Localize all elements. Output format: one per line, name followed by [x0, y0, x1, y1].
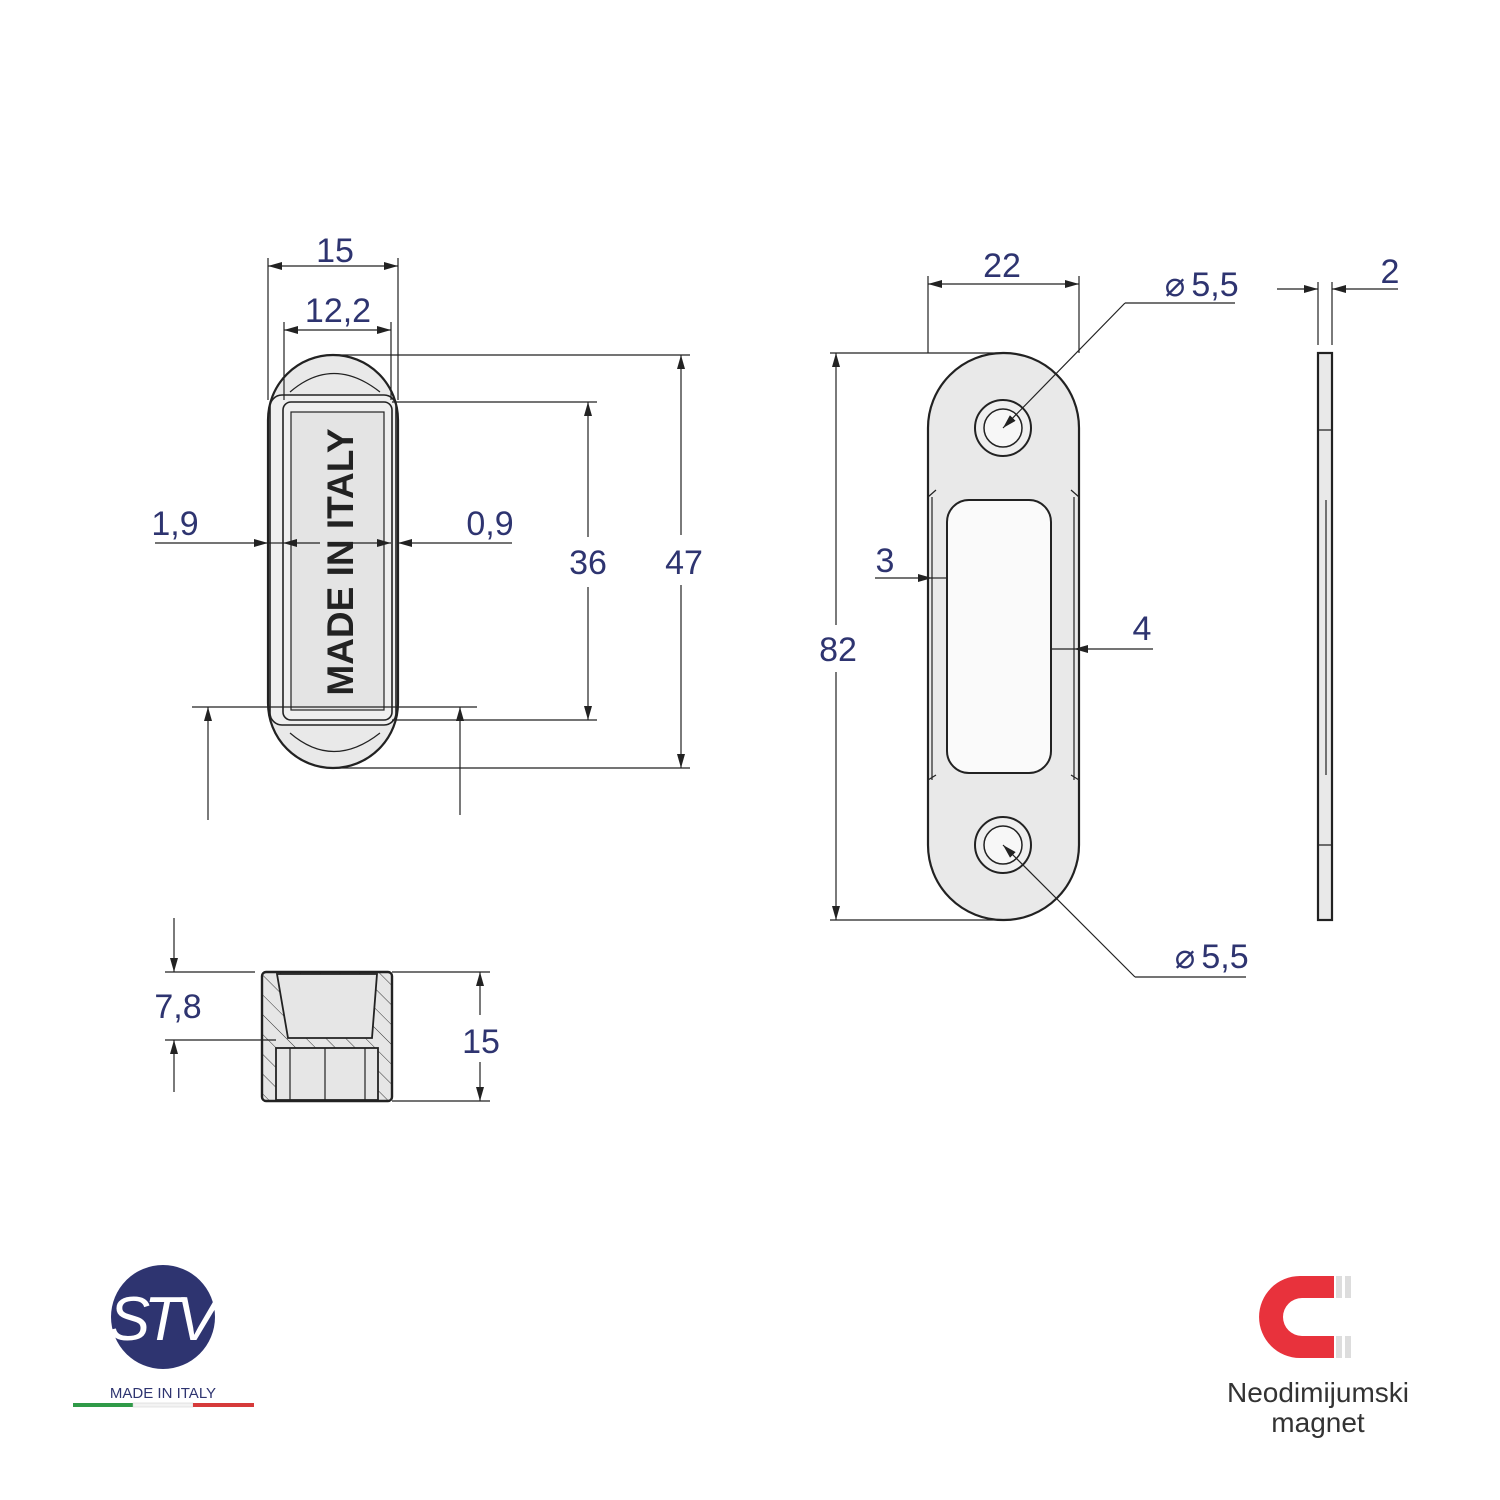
strike-plate-front: [926, 351, 1081, 922]
engraving-text: MADE IN ITALY: [320, 428, 361, 696]
dim-plate-height: 82: [819, 631, 857, 669]
dim-wall-right: 0,9: [466, 505, 513, 543]
diameter-symbol-top: ⌀: [1165, 266, 1185, 304]
strike-plate-dimensions: 22 82 ⌀ 5,5 ⌀ 5,5 3 4 2: [819, 247, 1400, 978]
dim-inner-height: 36: [569, 544, 607, 582]
dim-step-left: 3: [876, 542, 895, 580]
magnet-label-line1: Neodimijumski: [1227, 1377, 1409, 1408]
magnet-icon: Neodimijumski magnet: [1227, 1276, 1409, 1438]
dim-wall-left: 1,9: [151, 505, 198, 543]
diameter-symbol-bottom: ⌀: [1175, 938, 1195, 976]
dim-depth: 7,8: [154, 988, 201, 1026]
strike-plate-side: [1316, 351, 1334, 922]
made-in-italy-tagline: MADE IN ITALY: [110, 1385, 216, 1402]
stv-logo: STV MADE IN ITALY: [73, 1265, 254, 1408]
magnet-section-view: [260, 970, 394, 1103]
dim-width-inner: 12,2: [305, 292, 371, 330]
dim-hole-top: 5,5: [1191, 266, 1238, 304]
front-view-dimensions: 15 12,2 47 36 1,9 0,9: [151, 232, 703, 820]
dim-outer-height: 47: [665, 544, 703, 582]
dim-thickness: 2: [1381, 253, 1400, 291]
magnet-front-view: MADE IN ITALY: [266, 353, 400, 770]
dim-plate-width: 22: [983, 247, 1021, 285]
dim-hole-bottom: 5,5: [1201, 938, 1248, 976]
magnet-label-line2: magnet: [1271, 1407, 1365, 1438]
section-view-dimensions: 7,8 15: [154, 918, 500, 1102]
dim-width-outer: 15: [316, 232, 354, 270]
dim-section-height: 15: [462, 1023, 500, 1061]
dim-step-right: 4: [1133, 610, 1152, 648]
stv-logo-text: STV: [109, 1285, 223, 1354]
